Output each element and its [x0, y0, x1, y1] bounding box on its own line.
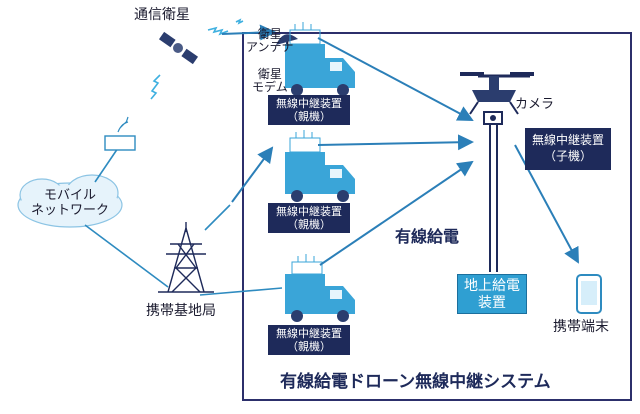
base-station-label: 携帯基地局 [146, 303, 216, 319]
mobile-network-label-line2: ネットワーク [30, 203, 109, 218]
signal-bolt-icon [150, 74, 161, 100]
sat-modem-label-line2: モデム [252, 80, 288, 94]
system-frame [242, 32, 632, 401]
link-tower-truck3 [199, 287, 283, 296]
link-cloud-modem [94, 147, 119, 183]
satellite-icon [158, 31, 199, 65]
relay-child-subtitle: （子機） [543, 149, 592, 163]
cloud-icon [17, 174, 123, 228]
drone-icon [460, 72, 534, 125]
relay-parent-subtitle: （親機） [287, 218, 331, 231]
arrow-sat-truck1 [221, 24, 276, 41]
signal-bolt-icon [207, 26, 229, 36]
relay-child-box: 無線中継装置 （子機） [525, 128, 611, 170]
signal-bolt-icon [235, 18, 244, 25]
sat-modem-label: 衛星 モデム [252, 68, 288, 94]
smartphone-icon [576, 274, 602, 314]
relay-child-title: 無線中継装置 [531, 133, 604, 147]
satellite-label: 通信衛星 [134, 7, 190, 23]
relay-parent-title: 無線中継装置 [276, 327, 342, 340]
relay-parent-box-3: 無線中継装置 （親機） [268, 325, 350, 355]
link-tower-truck2 [204, 204, 231, 231]
wired-power-label: 有線給電 [395, 227, 460, 246]
arrow-truck2-drone [317, 134, 474, 151]
ground-power-title: 地上給電 [464, 278, 520, 294]
tether-cable [489, 124, 498, 272]
system-title: 有線給電ドローン無線中継システム [280, 372, 551, 392]
relay-parent-title: 無線中継装置 [276, 97, 342, 110]
sat-antenna-label-line1: 衛星 [257, 27, 282, 41]
relay-parent-box-1: 無線中継装置 （親機） [268, 95, 350, 125]
camera-label: カメラ [515, 97, 555, 112]
arrow-truck1-drone [317, 37, 474, 121]
phone-label: 携帯端末 [553, 319, 609, 335]
ground-power-box: 地上給電 装置 [457, 274, 527, 314]
ground-modem-icon [104, 116, 136, 151]
relay-parent-subtitle: （親機） [287, 110, 331, 123]
sat-antenna-label: 衛星 アンテナ [246, 28, 294, 54]
ground-power-subtitle: 装置 [478, 295, 506, 311]
transmission-tower-icon [158, 222, 214, 293]
arrow-tower-truck2 [231, 146, 274, 203]
truck-icon [285, 130, 355, 202]
truck-icon [285, 254, 355, 322]
sat-antenna-label-line2: アンテナ [246, 40, 294, 54]
arrow-truck3-drone [319, 160, 474, 266]
mobile-network-label-line1: モバイル [43, 188, 96, 203]
relay-parent-box-2: 無線中継装置 （親機） [268, 203, 350, 233]
mobile-network-label: モバイル ネットワーク [24, 188, 116, 218]
relay-parent-subtitle: （親機） [287, 340, 331, 353]
relay-parent-title: 無線中継装置 [276, 205, 342, 218]
link-cloud-tower [84, 224, 169, 288]
truck-icon [285, 22, 355, 96]
sat-modem-label-line1: 衛星 [257, 67, 282, 81]
